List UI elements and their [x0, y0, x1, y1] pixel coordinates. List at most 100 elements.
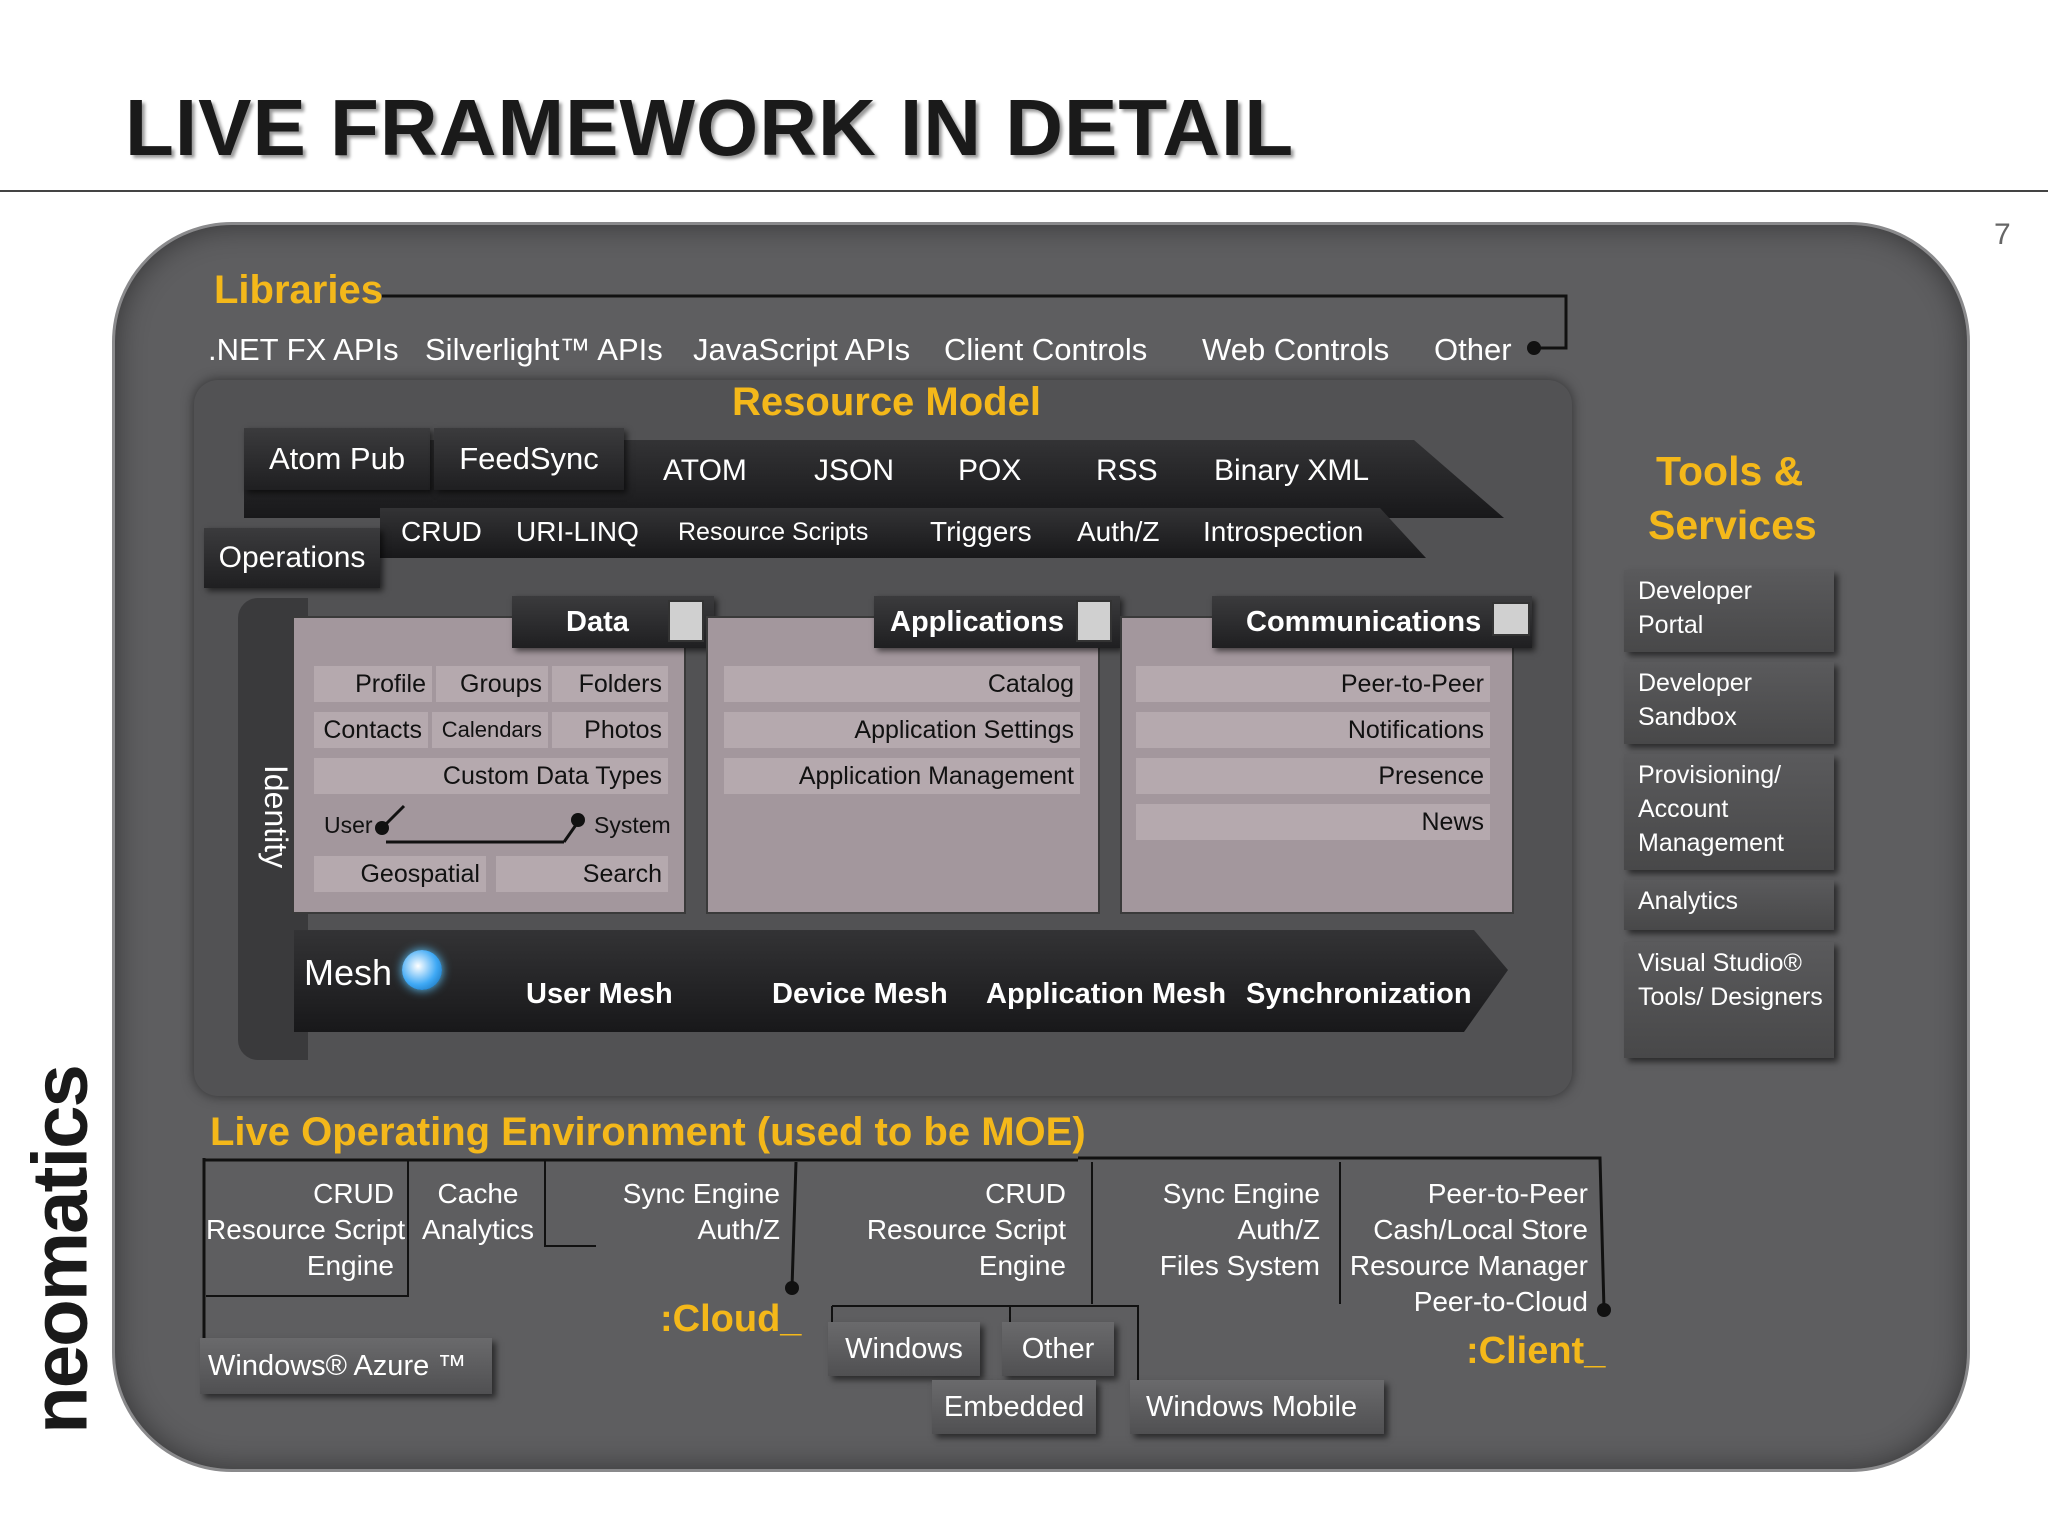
protocol-tab-feedsync: FeedSync — [434, 428, 624, 490]
tool-label-line: Developer — [1638, 669, 1752, 697]
comm-item-news: News — [1136, 804, 1490, 840]
data-item-contacts: Contacts — [314, 712, 428, 748]
cloud-col3: Sync Engine Auth/Z — [600, 1176, 780, 1248]
client-authz: Auth/Z — [1237, 1214, 1320, 1245]
cloud-crud: CRUD — [313, 1178, 394, 1209]
loe-heading: Live Operating Environment (used to be M… — [210, 1110, 1086, 1154]
operations-slab — [380, 508, 1426, 558]
page-title: LIVE FRAMEWORK IN DETAIL — [125, 83, 1295, 172]
platform-windows-mobile: Windows Mobile — [1130, 1380, 1384, 1434]
tool-label-line: Visual Studio® — [1638, 949, 1802, 977]
mesh-item-device: Device Mesh — [772, 978, 948, 1010]
data-item-profile: Profile — [314, 666, 432, 702]
data-document-icon — [668, 600, 704, 642]
client-peer-to-cloud: Peer-to-Cloud — [1413, 1286, 1588, 1317]
page-number: 7 — [1994, 218, 2011, 251]
client-sync-engine: Sync Engine — [1162, 1178, 1320, 1209]
operations-tab: Operations — [204, 528, 380, 588]
data-item-geospatial: Geospatial — [314, 856, 486, 892]
mesh-item-user: User Mesh — [526, 978, 673, 1010]
data-item-user: User — [324, 812, 373, 838]
data-item-custom-types: Custom Data Types — [314, 758, 668, 794]
cloud-resource-script: Resource Script — [206, 1214, 406, 1245]
mesh-orb-icon — [402, 950, 442, 990]
library-other: Other — [1434, 332, 1512, 367]
tool-developer-portal: Developer Portal — [1624, 570, 1834, 652]
cloud-sync-engine: Sync Engine — [622, 1178, 780, 1209]
comm-item-presence: Presence — [1136, 758, 1490, 794]
tool-label-line: Sandbox — [1638, 703, 1737, 731]
comm-item-notifications: Notifications — [1136, 712, 1490, 748]
tool-label-line: Analytics — [1638, 887, 1739, 915]
library-silverlight: Silverlight™ APIs — [425, 332, 663, 367]
platform-windows: Windows — [828, 1322, 980, 1376]
client-col1: CRUD Resource Script Engine — [856, 1176, 1066, 1284]
format-pox: POX — [958, 454, 1022, 487]
mesh-label: Mesh — [304, 952, 393, 993]
data-item-search: Search — [496, 856, 668, 892]
communications-tab: Communications — [1212, 596, 1532, 648]
protocol-tab-atompub: Atom Pub — [244, 428, 430, 490]
client-resource-script: Resource Script — [866, 1214, 1066, 1245]
platform-windows-azure: Windows® Azure ™ — [200, 1338, 492, 1394]
cloud-col1: CRUD Resource Script Engine — [206, 1176, 406, 1284]
applications-document-icon — [1076, 600, 1112, 642]
cloud-engine: Engine — [306, 1250, 394, 1281]
operation-uri-linq: URI-LINQ — [516, 516, 639, 547]
tool-developer-sandbox: Developer Sandbox — [1624, 662, 1834, 744]
data-item-system: System — [594, 812, 671, 838]
client-engine: Engine — [978, 1250, 1066, 1281]
tool-label-line: Provisioning/ — [1638, 761, 1782, 789]
user-system-line — [375, 804, 585, 844]
tools-heading-line1: Tools & — [1656, 448, 1804, 494]
data-item-calendars: Calendars — [432, 712, 548, 748]
tool-label-line: Portal — [1638, 611, 1704, 639]
library-dotnet: .NET FX APIs — [208, 332, 399, 367]
title-divider — [0, 190, 2048, 192]
mesh-slab — [294, 930, 1508, 1032]
operation-authz: Auth/Z — [1077, 516, 1160, 547]
tool-label-line: Management — [1638, 829, 1784, 857]
platform-other: Other — [1002, 1322, 1114, 1376]
app-item-management: Application Management — [724, 758, 1080, 794]
format-rss: RSS — [1096, 454, 1158, 487]
mesh-item-synchronization: Synchronization — [1246, 978, 1472, 1010]
client-files-system: Files System — [1159, 1250, 1320, 1281]
cloud-cache: Cache — [437, 1178, 519, 1209]
libraries-heading: Libraries — [214, 268, 383, 312]
operation-triggers: Triggers — [930, 516, 1032, 547]
tool-label-line: Tools/ Designers — [1638, 983, 1823, 1011]
client-crud: CRUD — [985, 1178, 1066, 1209]
client-local-store: Cash/Local Store — [1373, 1214, 1588, 1245]
app-item-settings: Application Settings — [724, 712, 1080, 748]
library-web-controls: Web Controls — [1202, 332, 1390, 367]
tools-heading-line2: Services — [1648, 502, 1817, 548]
data-item-groups: Groups — [436, 666, 548, 702]
data-item-photos: Photos — [552, 712, 668, 748]
format-binary-xml: Binary XML — [1214, 454, 1370, 487]
client-col2: Sync Engine Auth/Z Files System — [1104, 1176, 1320, 1284]
computer-icon — [1492, 602, 1530, 636]
client-resource-manager: Resource Manager — [1349, 1250, 1588, 1281]
tool-label-line: Account — [1638, 795, 1729, 823]
data-item-folders: Folders — [552, 666, 668, 702]
cloud-label: :Cloud_ — [660, 1298, 802, 1340]
operation-introspection: Introspection — [1203, 516, 1364, 547]
tool-label-line: Developer — [1638, 577, 1752, 605]
app-item-catalog: Catalog — [724, 666, 1080, 702]
tool-analytics: Analytics — [1624, 880, 1834, 930]
platform-embedded: Embedded — [932, 1380, 1096, 1434]
tool-visual-studio: Visual Studio® Tools/ Designers — [1624, 942, 1834, 1058]
client-peer-to-peer: Peer-to-Peer — [1427, 1178, 1588, 1209]
library-javascript: JavaScript APIs — [693, 332, 911, 367]
format-json: JSON — [814, 454, 895, 487]
client-col3: Peer-to-Peer Cash/Local Store Resource M… — [1348, 1176, 1588, 1320]
tool-provisioning: Provisioning/ Account Management — [1624, 754, 1834, 870]
format-atom: ATOM — [663, 454, 747, 487]
cloud-authz: Auth/Z — [697, 1214, 780, 1245]
mesh-item-application: Application Mesh — [986, 978, 1227, 1010]
identity-label: Identity — [258, 764, 295, 869]
library-client-controls: Client Controls — [944, 332, 1148, 367]
resource-model-heading: Resource Model — [732, 380, 1041, 424]
